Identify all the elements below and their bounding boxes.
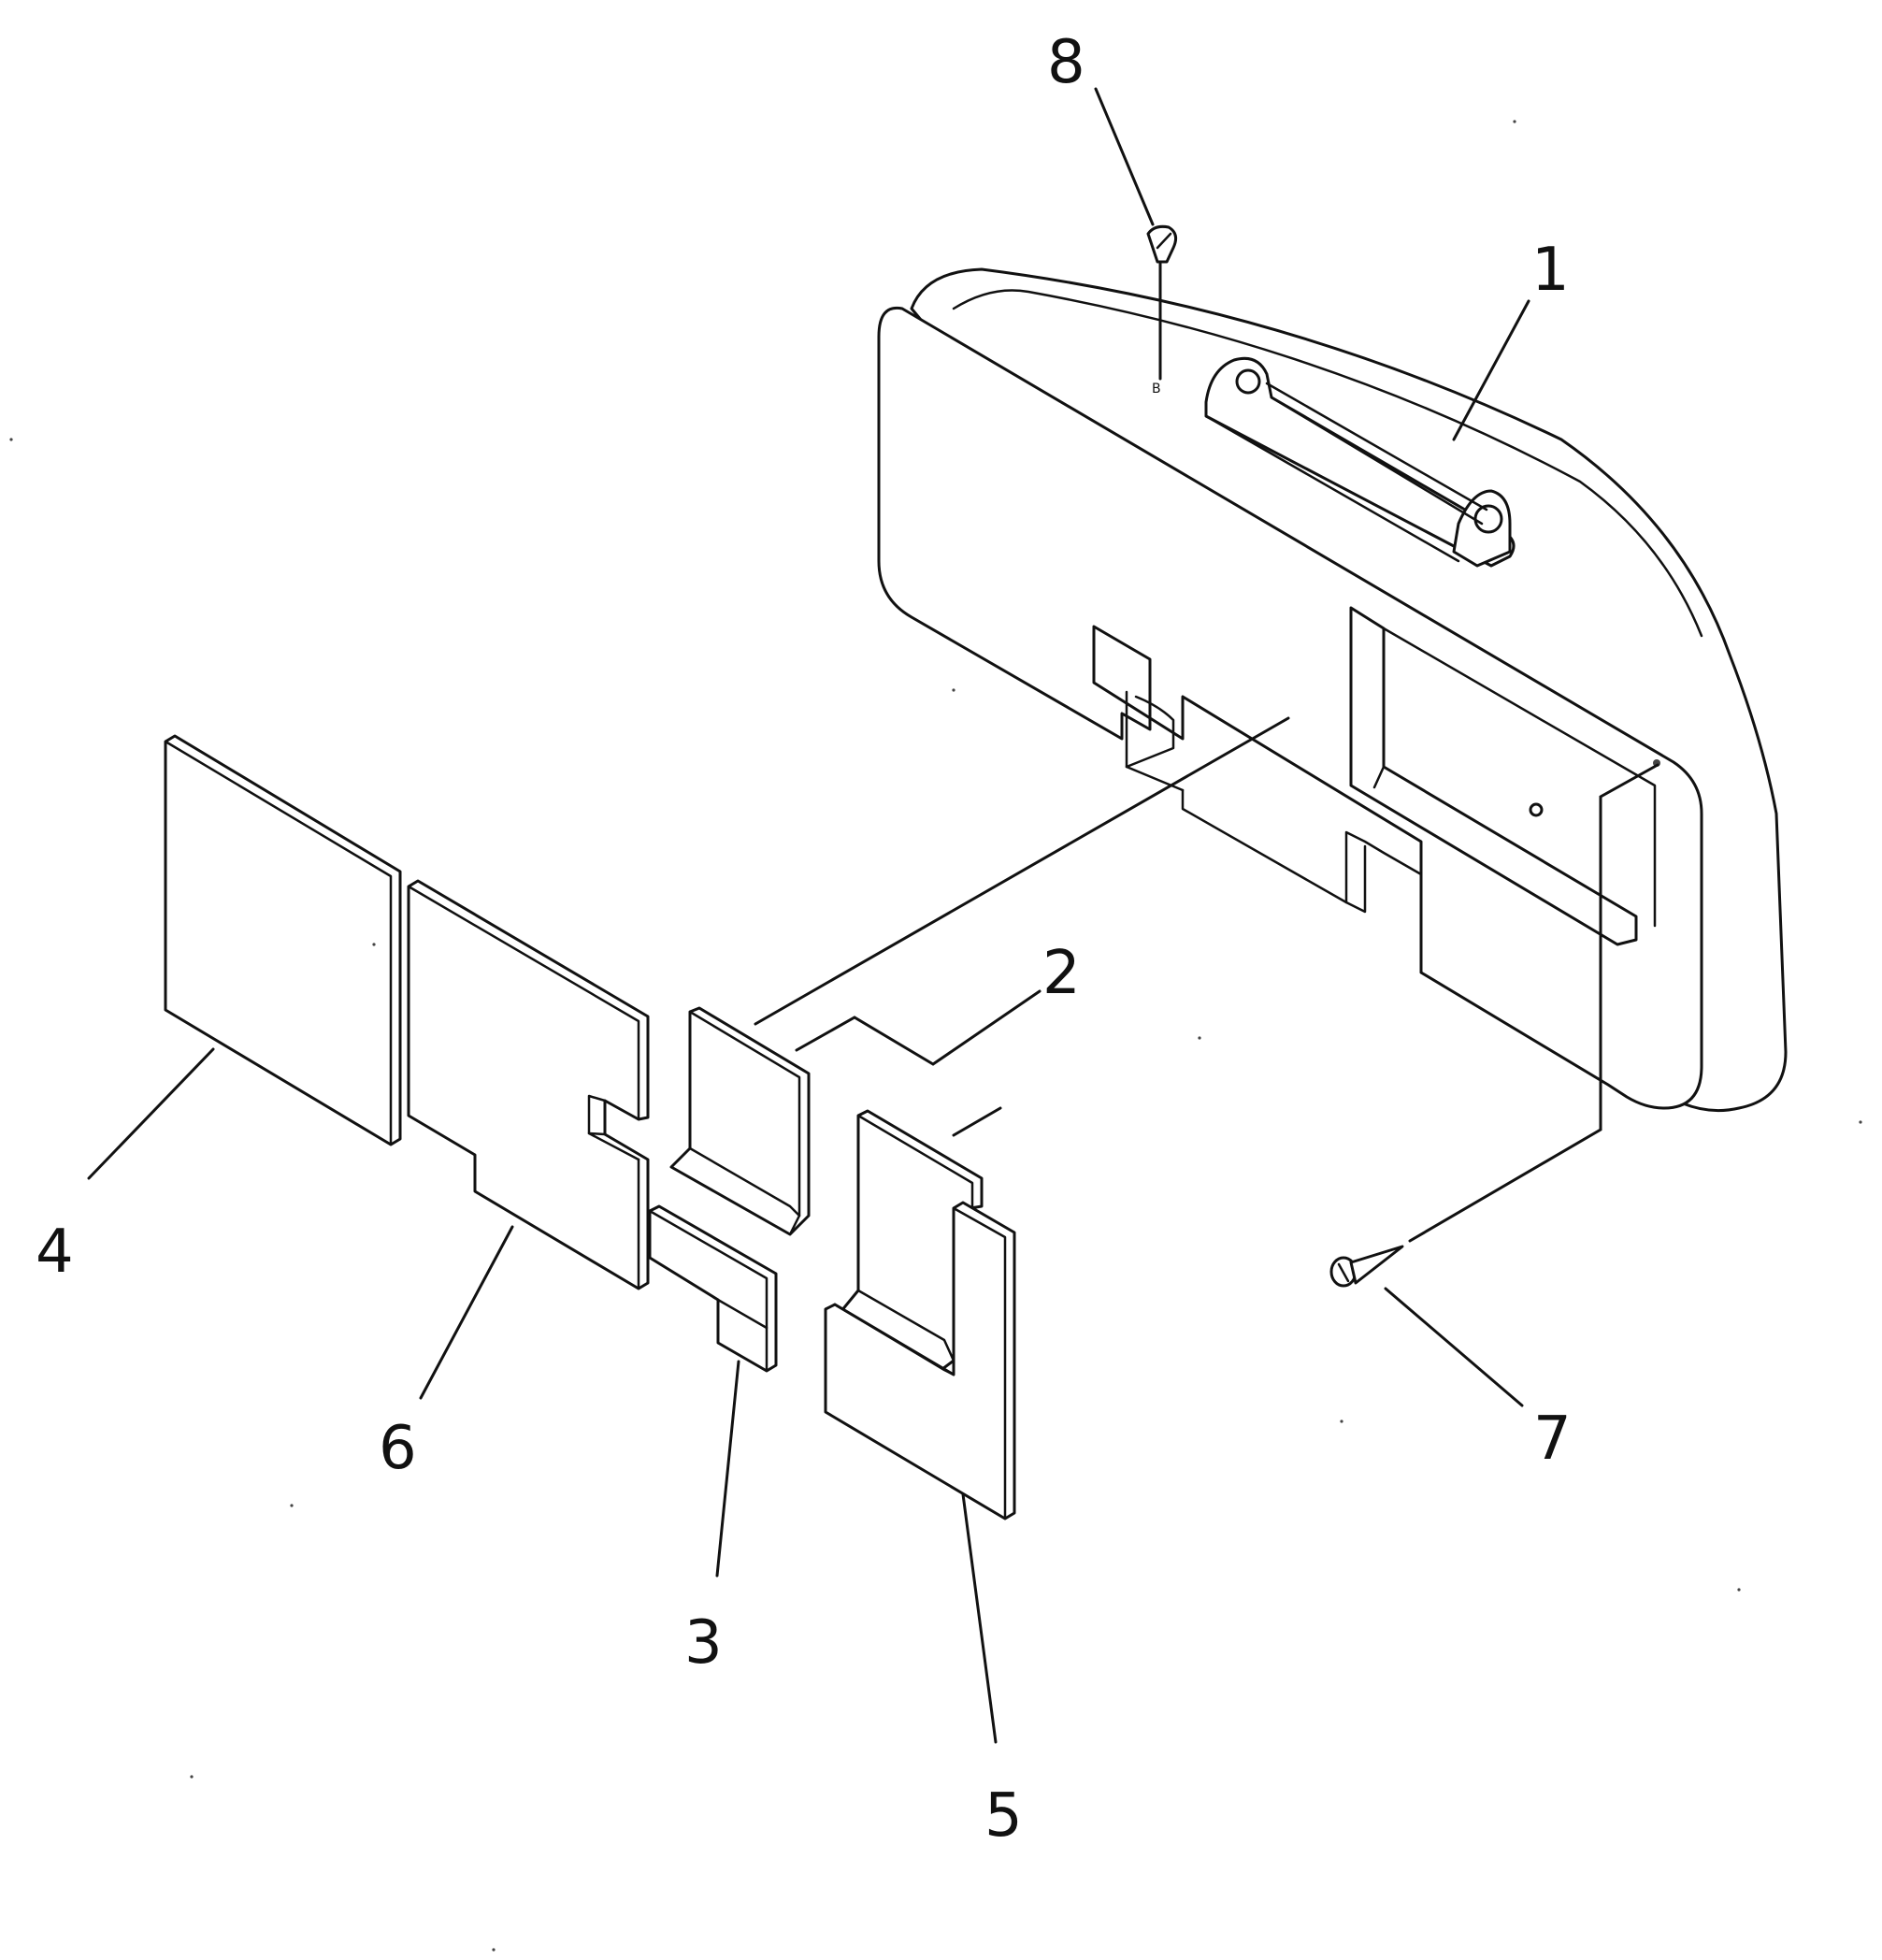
scan-specks <box>9 120 1862 1952</box>
small-mark-b: B <box>1152 382 1161 396</box>
part-8-plug <box>1146 224 1178 381</box>
callout-7: 7 <box>1533 1405 1572 1474</box>
callout-3: 3 <box>684 1608 723 1678</box>
callout-1: 1 <box>1531 236 1570 305</box>
part-7-bolt <box>1329 1245 1404 1288</box>
part-3-bracket <box>648 1204 778 1373</box>
callout-4: 4 <box>36 1218 74 1287</box>
callout-6: 6 <box>379 1414 417 1483</box>
assembly-lines <box>754 716 1659 1243</box>
part-1-counterweight: B <box>877 267 1788 1113</box>
part-6-plate <box>407 879 650 1290</box>
part-3-upper-piece <box>669 1006 811 1236</box>
callout-8: 8 <box>1047 28 1085 97</box>
callout-5: 5 <box>984 1781 1023 1851</box>
part-5-plate <box>824 1201 1016 1520</box>
leader-lines <box>87 87 1530 1744</box>
lifting-lug-handle <box>1204 356 1516 568</box>
part-4-plate <box>164 734 402 1146</box>
callout-labels: 1 2 3 4 5 6 7 8 <box>36 28 1572 1851</box>
callout-2: 2 <box>1042 939 1081 1008</box>
part-5-inner-piece <box>835 1109 984 1376</box>
